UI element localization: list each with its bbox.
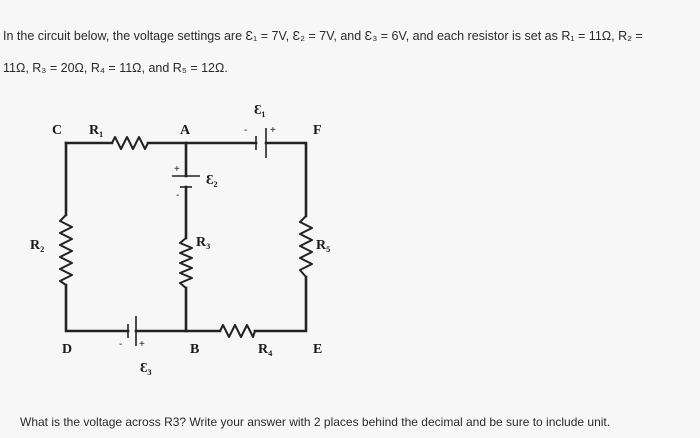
node-label-e: E: [313, 342, 322, 357]
problem-statement-line-2: 11Ω, R₃ = 20Ω, R₄ = 11Ω, and R₅ = 12Ω.: [3, 61, 228, 75]
e2-minus-sign: -: [176, 190, 179, 201]
battery-e3: [127, 316, 137, 346]
resistor-r3: [179, 237, 193, 289]
question-text: What is the voltage across R3? Write you…: [20, 415, 611, 429]
e2-plus-sign: +: [174, 164, 180, 175]
resistor-r1: [111, 136, 149, 150]
e3-plus-sign: +: [139, 339, 145, 350]
node-label-c: C: [52, 123, 62, 138]
node-label-b: B: [190, 342, 199, 357]
node-label-f: F: [313, 123, 322, 138]
source-label-e1: Ɛ₁: [254, 103, 266, 118]
resistor-label-r4: R₄: [258, 342, 273, 357]
circuit-wires: [64, 141, 308, 333]
resistor-label-r1: R₁: [89, 123, 103, 138]
resistor-label-r5: R₅: [316, 238, 330, 253]
resistor-label-r3: R₃: [196, 235, 210, 250]
source-label-e2: Ɛ₂: [206, 173, 218, 188]
resistor-r5: [299, 215, 313, 278]
battery-e1: [255, 128, 267, 158]
resistor-r4: [219, 324, 256, 338]
e1-plus-sign: +: [270, 125, 276, 136]
node-label-a: A: [180, 123, 191, 138]
problem-statement-line-1: In the circuit below, the voltage settin…: [3, 29, 643, 43]
node-label-d: D: [62, 342, 72, 357]
source-label-e3: Ɛ₃: [140, 361, 152, 376]
e3-minus-sign: -: [119, 339, 122, 350]
resistor-r2: [59, 214, 73, 286]
resistor-label-r2: R₂: [30, 238, 44, 253]
e1-minus-sign: -: [244, 125, 247, 136]
battery-e2: [172, 175, 200, 188]
